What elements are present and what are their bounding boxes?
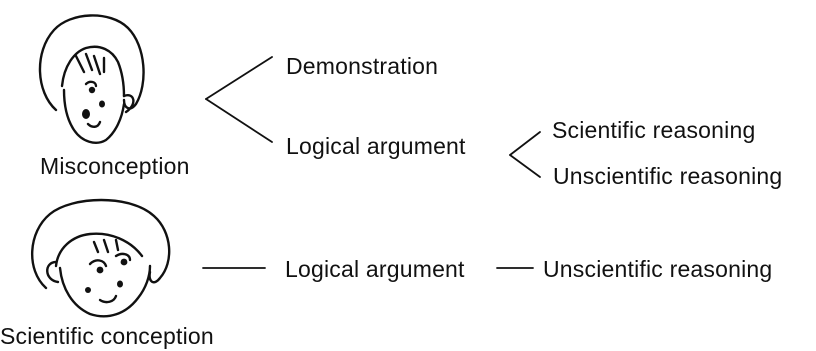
branch-label-logical-argument: Logical argument bbox=[286, 133, 466, 159]
branch-label-unscientific-reasoning: Unscientific reasoning bbox=[553, 163, 783, 189]
chain-label-logical-argument: Logical argument bbox=[285, 256, 465, 282]
connector-misconception-to-logical-argument bbox=[205, 98, 273, 143]
scientific-conception-caption: Scientific conception bbox=[0, 323, 214, 349]
chain-label-unscientific-reasoning: Unscientific reasoning bbox=[543, 256, 773, 282]
branch-label-demonstration: Demonstration bbox=[286, 53, 439, 79]
connector-logical-to-unscientific-reasoning bbox=[509, 154, 541, 178]
connector-misconception-to-demonstration bbox=[205, 56, 273, 100]
misconception-caption: Misconception bbox=[40, 153, 190, 179]
connector-logical-to-scientific-reasoning bbox=[509, 131, 541, 156]
branch-label-scientific-reasoning: Scientific reasoning bbox=[552, 117, 756, 143]
